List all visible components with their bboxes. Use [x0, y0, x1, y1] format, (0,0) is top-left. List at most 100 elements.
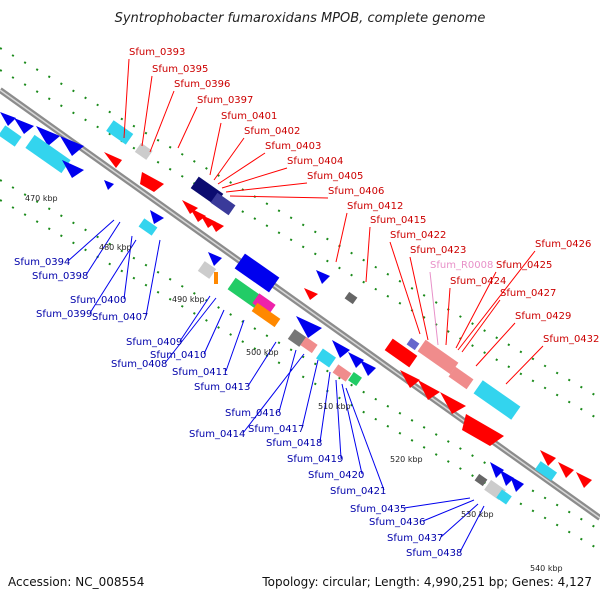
gene-box-orange [251, 302, 281, 328]
reverse-strand-genes [0, 112, 524, 505]
gene-label-reverse: Sfum_0398 [32, 271, 88, 282]
gene-label-forward: Sfum_0415 [370, 215, 426, 226]
gene-box-cyan [534, 461, 558, 481]
gene-box-cyan [138, 218, 158, 236]
gene-label-reverse: Sfum_0410 [150, 350, 206, 361]
gene-label-reverse: Sfum_0407 [92, 312, 148, 323]
scale-label: 490 kbp [172, 295, 205, 304]
gene-box-cyan [316, 348, 336, 368]
gene-label-reverse: Sfum_0416 [225, 408, 281, 419]
gene-arrow-blue [490, 462, 504, 478]
gene-arrow-blue [348, 352, 364, 368]
map-title: Syntrophobacter fumaroxidans MPOB, compl… [115, 11, 486, 26]
leader-line-reverse [341, 383, 363, 475]
gene-label-forward: Sfum_0397 [197, 95, 253, 106]
gene-arrow-red [440, 392, 466, 414]
leader-line-reverse [335, 379, 342, 459]
leader-line-forward [335, 212, 348, 263]
gene-box-magenta [252, 293, 276, 315]
gene-arrow-red [104, 152, 122, 168]
gene-label-forward: Sfum_0404 [287, 156, 343, 167]
genome-stats-text: Topology: circular; Length: 4,990,251 bp… [261, 575, 592, 589]
gene-box-cyan [25, 134, 71, 174]
scale-label: 500 kbp [246, 348, 279, 357]
gene-label-reverse: Sfum_0435 [350, 504, 406, 515]
gene-label-reverse: Sfum_0419 [287, 454, 343, 465]
gene-arrow-blue [360, 360, 376, 376]
gene-arrow-red [540, 450, 556, 466]
gene-arrow-red [462, 414, 504, 446]
gene-label-forward: Sfum_0402 [244, 126, 300, 137]
gene-label-reverse: Sfum_0421 [330, 486, 386, 497]
leader-line-forward [229, 195, 329, 199]
gene-box-pink [332, 364, 352, 382]
gene-arrow-red [558, 462, 574, 478]
gene-label-forward: Sfum_0406 [328, 186, 384, 197]
gene-arrow-blue [36, 126, 60, 146]
scale-label: 470 kbp [25, 194, 58, 203]
gene-box-red [384, 338, 418, 368]
gene-label-forward: Sfum_R0008 [430, 260, 493, 271]
leader-line-forward [149, 90, 175, 153]
gene-box-grey [474, 473, 488, 487]
leader-line-forward [505, 345, 544, 385]
backbone-highlight [0, 89, 600, 519]
gene-label-reverse: Sfum_0413 [194, 382, 250, 393]
gene-arrow-blue [510, 476, 524, 492]
gene-label-reverse: Sfum_0411 [172, 367, 228, 378]
gene-arrow-red [576, 472, 592, 488]
leader-line-reverse [345, 387, 385, 491]
gene-label-reverse: Sfum_0418 [266, 438, 322, 449]
gene-arrow-blue [62, 160, 84, 178]
leader-line-forward [209, 122, 222, 176]
gene-arrow-red [304, 288, 318, 300]
gene-label-reverse: Sfum_0394 [14, 257, 70, 268]
gene-box-grey [287, 329, 307, 347]
gene-box-cyan [473, 380, 521, 420]
gene-box-navy [210, 192, 236, 216]
leader-line-forward [221, 167, 288, 189]
leader-line-reverse [145, 239, 161, 317]
gene-label-forward: Sfum_0405 [307, 171, 363, 182]
leader-line-forward [365, 226, 371, 283]
gene-arrow-blue [332, 340, 350, 358]
leader-line-reverse [403, 497, 471, 509]
gene-label-forward: Sfum_0401 [221, 111, 277, 122]
gene-arrow-blue [150, 210, 164, 224]
gene-label-reverse: Sfum_0437 [387, 533, 443, 544]
gene-arrow-red [190, 208, 206, 222]
gene-arrow-red [418, 380, 440, 400]
guide-outer-1 [0, 69, 600, 421]
leader-line-reverse [203, 309, 225, 355]
leader-line-reverse [247, 341, 277, 387]
leader-line-forward [389, 241, 421, 335]
gene-box-pink [417, 339, 459, 375]
leader-line-forward [123, 58, 130, 139]
gene-label-forward: Sfum_0424 [450, 276, 506, 287]
gene-label-forward: Sfum_0403 [265, 141, 321, 152]
gene-arrow-red [140, 172, 164, 192]
scale-label: 530 kbp [461, 510, 494, 519]
leader-line-reverse [459, 505, 485, 553]
gene-box-blue [234, 253, 280, 293]
forward-strand-genes [104, 120, 592, 488]
leader-line-forward [177, 106, 198, 149]
leader-line-reverse [440, 503, 479, 538]
gene-arrow-blue [296, 316, 322, 338]
gene-label-forward: Sfum_0423 [410, 245, 466, 256]
gene-label-reverse: Sfum_0408 [111, 359, 167, 370]
gene-arrow-red [208, 218, 224, 232]
leader-line-reverse [278, 349, 297, 413]
leader-line-reverse [164, 297, 217, 364]
gene-label-forward: Sfum_0393 [129, 47, 185, 58]
leader-line-reverse [422, 499, 475, 522]
leader-line-reverse [225, 319, 245, 372]
leader-line-forward [445, 287, 451, 346]
leader-line-reverse [179, 295, 211, 342]
gene-label-reverse: Sfum_0436 [369, 517, 425, 528]
gene-box-grey [134, 142, 153, 160]
gene-label-forward: Sfum_0429 [515, 311, 571, 322]
leader-line-reverse [301, 359, 319, 429]
